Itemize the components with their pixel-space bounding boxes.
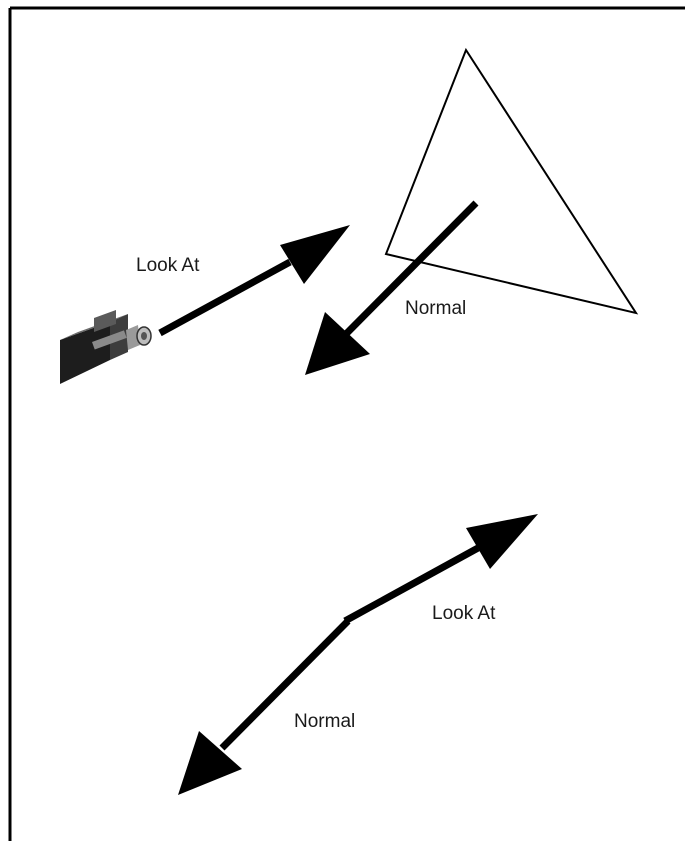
look-at-label-bottom: Look At — [432, 603, 496, 624]
triangle-polygon — [384, 47, 639, 315]
look-at-arrow-top — [158, 225, 350, 337]
normal-arrow-top — [305, 200, 479, 375]
look-at-arrow-bottom — [343, 514, 538, 625]
camera-icon — [60, 310, 152, 384]
look-at-label-top: Look At — [136, 255, 200, 276]
normal-label-bottom: Normal — [294, 711, 355, 732]
normal-label-top: Normal — [405, 298, 466, 319]
normal-arrow-bottom — [178, 618, 351, 795]
